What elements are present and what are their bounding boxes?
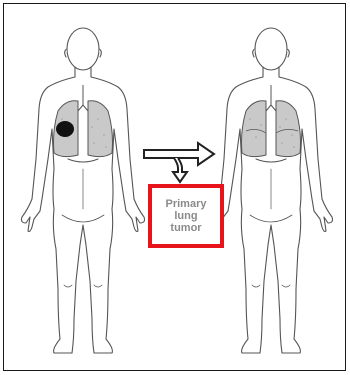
diagram-frame: Primary lung tumor [3,3,346,371]
head [255,28,287,70]
head [67,28,99,70]
primary-lung-tumor-label-box: Primary lung tumor [148,184,224,248]
human-figure-right [206,19,336,359]
human-figure-left [18,19,148,359]
body-outline [210,77,333,353]
body-outline [22,77,145,353]
arrow-branch-down [173,158,187,182]
progression-arrow [140,140,220,186]
tumor-mark [56,121,74,137]
primary-lung-tumor-label: Primary lung tumor [166,198,207,234]
